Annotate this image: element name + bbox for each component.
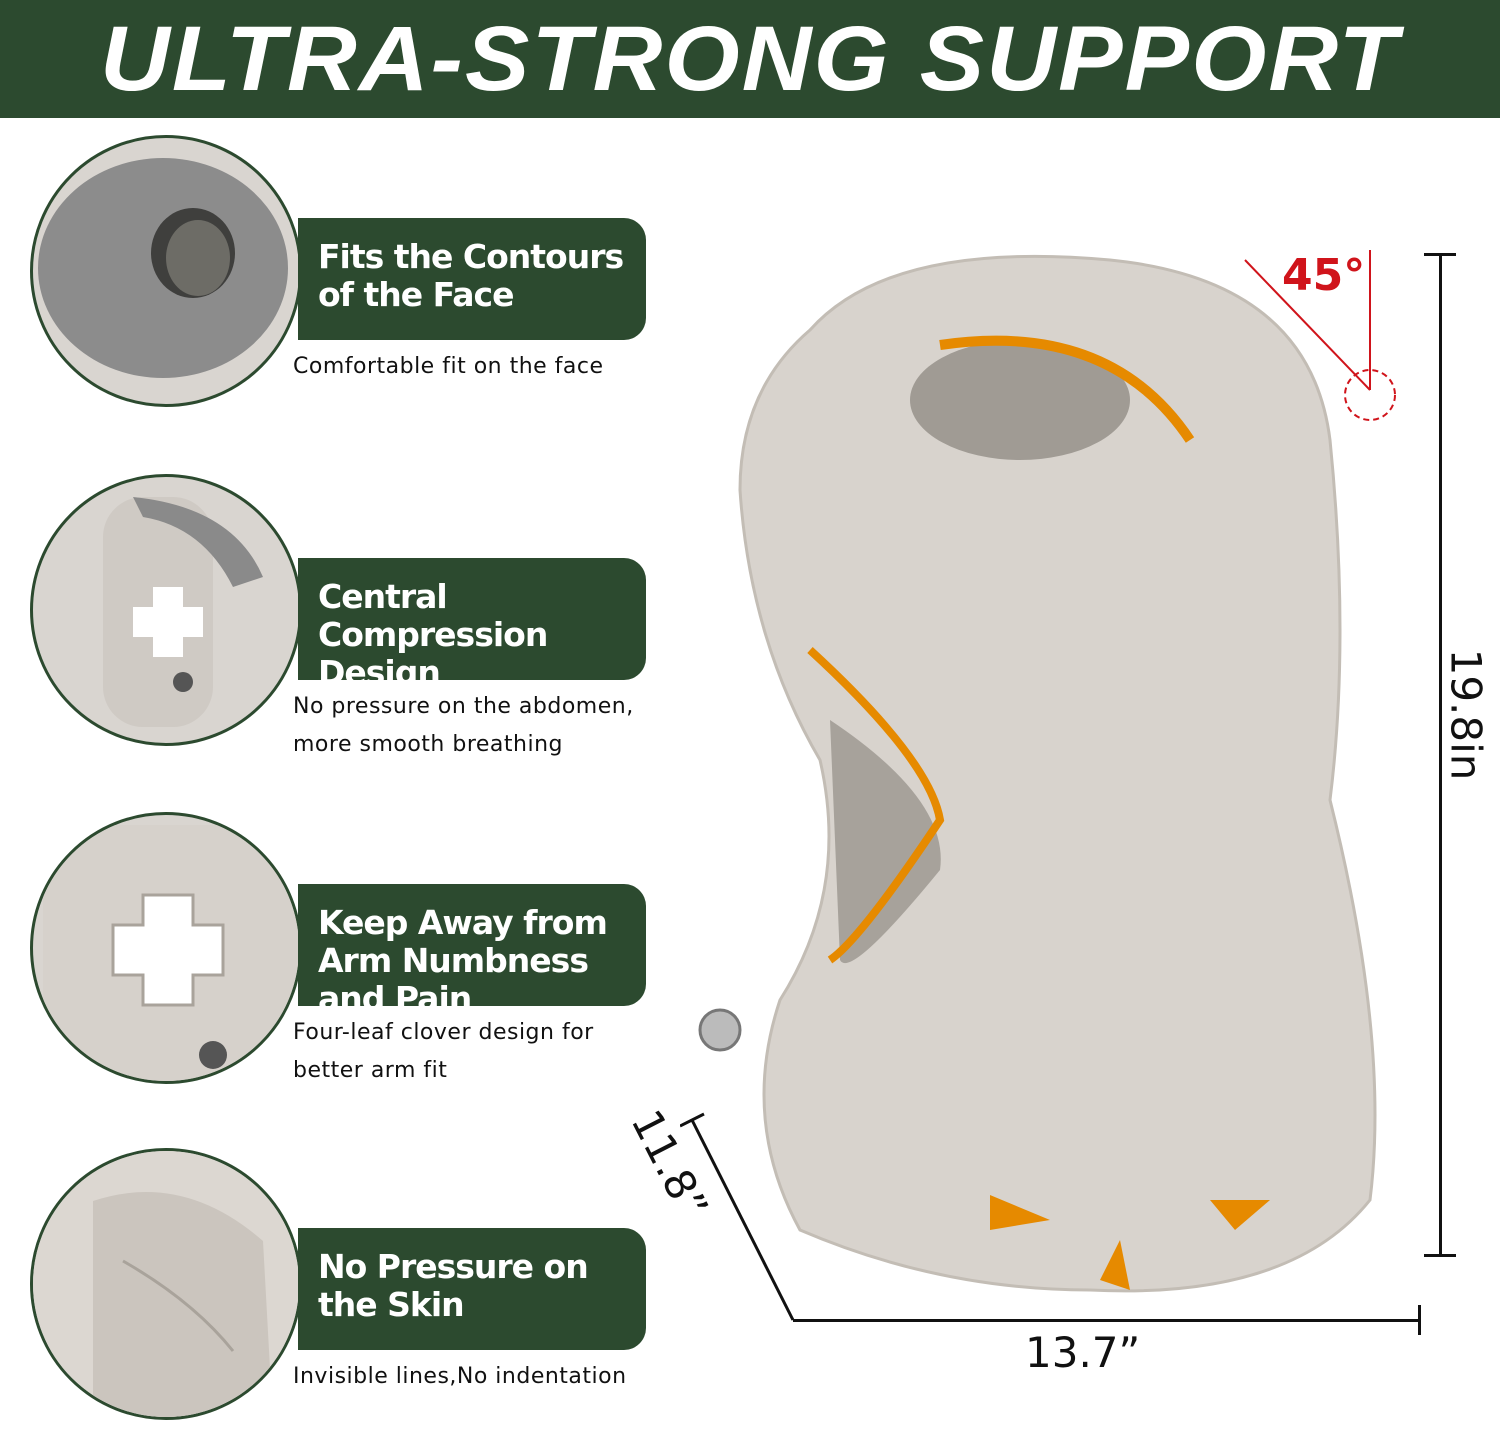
feature-heading: Keep Away from Arm Numbness and Pain [298,884,646,1018]
feature-description: No pressure on the abdomen, more smooth … [293,694,634,757]
spread-arrows [990,1195,1270,1290]
valve-icon [698,1008,742,1052]
central-compression-image [30,474,302,746]
face-contour-image [30,135,302,407]
feature-description: Invisible lines,No indentation [293,1364,627,1389]
height-dimension-line [1439,255,1442,1255]
height-label: 19.8in [1441,648,1491,781]
feature-heading: Central Compression Design [298,558,646,692]
feature-heading: Fits the Contours of the Face [298,218,646,340]
accent-arrow [939,335,1195,443]
arm-clover-image [30,812,302,1084]
accent-arrow [807,647,945,964]
title-banner: ULTRA-STRONG SUPPORT [0,0,1500,118]
feature-heading: No Pressure on the Skin [298,1228,646,1350]
width-label: 13.7” [1025,1328,1141,1377]
feature-description: Four-leaf clover design for better arm f… [293,1020,594,1083]
feature-description: Comfortable fit on the face [293,354,604,379]
width-dimension-line [793,1319,1421,1322]
pillow-illustration [698,250,1396,1293]
skin-surface-image [30,1148,302,1420]
depth-dimension-line [680,1112,795,1321]
angle-label: 45° [1282,250,1366,301]
page-title: ULTRA-STRONG SUPPORT [100,7,1400,110]
